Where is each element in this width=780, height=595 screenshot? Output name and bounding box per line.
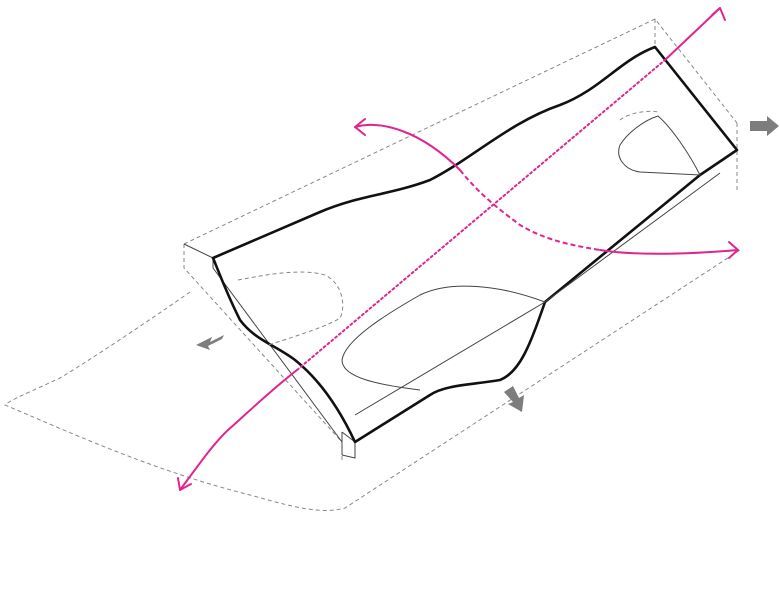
slab-front-edge [183, 243, 356, 459]
bounding-box-left-edge [183, 244, 343, 443]
arrowhead-icon [354, 118, 366, 136]
exit-arrow-left-icon [196, 335, 224, 350]
flow-line-curved-middle [459, 169, 601, 251]
interior-axis-line [354, 172, 721, 416]
exit-arrow-down-icon [504, 386, 524, 412]
flow-line-diagonal-center [296, 59, 666, 371]
interior-room-upper [618, 115, 701, 176]
terrain-outline [4, 249, 741, 511]
flow-line-diagonal-lower [179, 369, 298, 491]
arrowhead-icon [728, 241, 739, 259]
exit-arrow-right-icon [750, 116, 779, 136]
interior-room-lower [341, 285, 546, 391]
interior-dashed-room-left [237, 271, 344, 346]
flow-line-curved-upper [354, 123, 461, 171]
building-outline [211, 45, 739, 444]
flow-line-diagonal-upper [664, 7, 721, 61]
arrowhead-icon [711, 7, 726, 21]
arrowhead-icon [177, 477, 192, 491]
bounding-box-top [183, 18, 738, 245]
flow-line-curved-lower [599, 249, 739, 255]
interior-dashed-room-upper [619, 110, 659, 121]
